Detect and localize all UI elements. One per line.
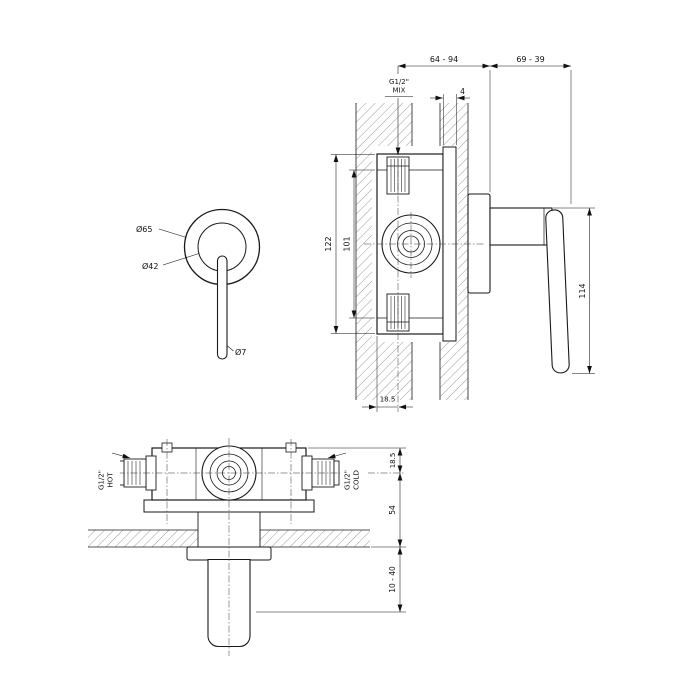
dim-wall-range: 10 - 40 (388, 566, 397, 593)
dim-dia7-label: Ø7 (235, 347, 246, 357)
side-left-dimensions: 122 101 (324, 154, 375, 334)
leader-dia42 (162, 253, 200, 266)
handle-cylinder-side (489, 207, 553, 246)
trim-and-handle-side (467, 193, 570, 374)
leader-dia7 (227, 345, 234, 352)
side-right-dimension: 114 (553, 207, 595, 374)
dim-top-offset: 18.5 (389, 453, 397, 469)
dim-plate-thickness: 4 (460, 87, 465, 96)
lever-front (216, 255, 228, 360)
hot-port-name-label: HOT (107, 472, 115, 488)
port-labels: G1/2" HOT G1/2" COLD (94, 452, 366, 504)
cold-leader (327, 452, 347, 459)
dim-body-depth: 54 (388, 505, 397, 515)
cold-port-name-label: COLD (353, 470, 361, 490)
dim-depth-range: 64 - 94 (430, 55, 458, 64)
dim-dia42-label: Ø42 (142, 261, 158, 271)
plan-right-dimensions: 18.5 54 10 - 40 (256, 447, 406, 613)
side-view: 64 - 94 69 - 39 G1/2" MIX 4 122 101 (324, 55, 595, 412)
mix-port-size-label: G1/2" (389, 78, 409, 86)
dim-handle-drop: 114 (578, 283, 587, 298)
side-top-dimensions: 64 - 94 69 - 39 G1/2" MIX 4 (381, 55, 572, 204)
plan-view: G1/2" HOT G1/2" COLD 18.5 54 10 - 40 (88, 438, 406, 656)
cold-port-size-label: G1/2" (344, 470, 352, 490)
side-bottom-dimension: 18.5 (362, 336, 413, 412)
front-view: Ø65 Ø42 Ø7 (136, 208, 261, 360)
escutcheon-side (467, 193, 491, 294)
side-centerlines (364, 158, 484, 412)
dim-body-height: 122 (324, 236, 333, 251)
leader-dia65 (158, 228, 187, 238)
dim-port-span: 101 (343, 236, 352, 251)
fixing-screws (161, 439, 297, 524)
lever-side (545, 209, 570, 374)
dim-protrusion-range: 69 - 39 (516, 55, 544, 64)
dim-dia65-label: Ø65 (136, 224, 152, 234)
dim-port-offset: 18.5 (380, 396, 396, 404)
hot-port-size-label: G1/2" (98, 470, 106, 490)
mix-port-name-label: MIX (393, 87, 406, 95)
hot-leader (111, 452, 131, 459)
